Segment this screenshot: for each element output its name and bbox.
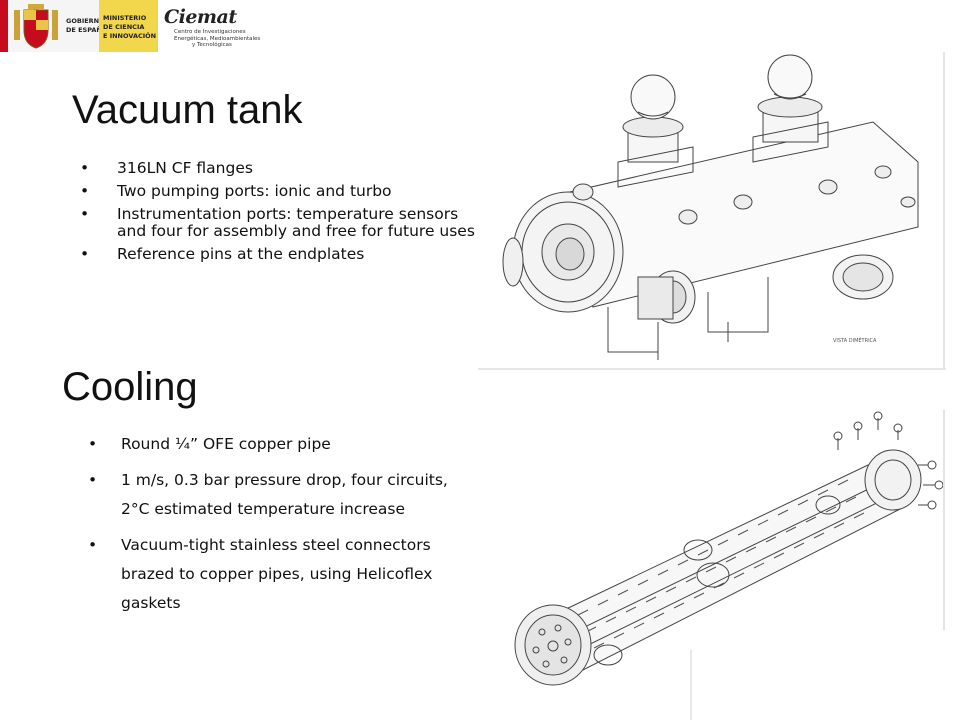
gov-line1: GOBIERNO <box>66 17 105 25</box>
logo-bar: GOBIERNO DE ESPAÑA MINISTERIO DE CIENCIA… <box>0 0 268 52</box>
list-item: Instrumentation ports: temperature senso… <box>80 206 475 240</box>
cooling-assembly-drawing <box>498 410 948 720</box>
min-line2: DE CIENCIA <box>103 23 145 31</box>
ciemat-sub3: y Tecnológicas <box>192 42 232 48</box>
section1-bullet-list: 316LN CF flanges Two pumping ports: ioni… <box>80 160 475 269</box>
list-item: 316LN CF flanges <box>80 160 475 178</box>
list-item: Two pumping ports: ionic and turbo <box>80 183 475 201</box>
min-line1: MINISTERIO <box>103 14 147 22</box>
figure-edge <box>943 52 945 370</box>
vacuum-tank-drawing: VISTA DIMÉTRICA <box>478 52 946 370</box>
ciemat-sub2: Energéticas, Medioambientales <box>174 35 261 42</box>
ciemat-logo: Ciemat <box>164 6 237 28</box>
list-item: Vacuum-tight stainless steel connectors … <box>88 531 478 618</box>
ciemat-sub1: Centro de Investigaciones <box>174 29 246 35</box>
spanish-government-logo: GOBIERNO DE ESPAÑA MINISTERIO DE CIENCIA… <box>0 0 158 52</box>
section2-bullet-list: Round ¼” OFE copper pipe 1 m/s, 0.3 bar … <box>88 430 478 625</box>
figure-caption: VISTA DIMÉTRICA <box>833 336 877 344</box>
flag-strip <box>0 0 8 52</box>
figure-edge <box>943 410 945 630</box>
figure-edge <box>690 650 692 720</box>
section1-title: Vacuum tank <box>72 88 303 132</box>
list-item: Reference pins at the endplates <box>80 246 475 264</box>
list-item: 1 m/s, 0.3 bar pressure drop, four circu… <box>88 466 478 524</box>
ministry-box: MINISTERIO DE CIENCIA E INNOVACIÓN <box>99 0 157 52</box>
min-line3: E INNOVACIÓN <box>103 32 157 40</box>
list-item: Round ¼” OFE copper pipe <box>88 430 478 459</box>
figure-divider <box>478 368 946 370</box>
gov-line2: DE ESPAÑA <box>66 26 107 34</box>
coat-of-arms-icon <box>14 4 58 49</box>
ciemat-subtitle: Centro de Investigaciones Energéticas, M… <box>174 29 260 49</box>
section2-title: Cooling <box>62 365 198 409</box>
